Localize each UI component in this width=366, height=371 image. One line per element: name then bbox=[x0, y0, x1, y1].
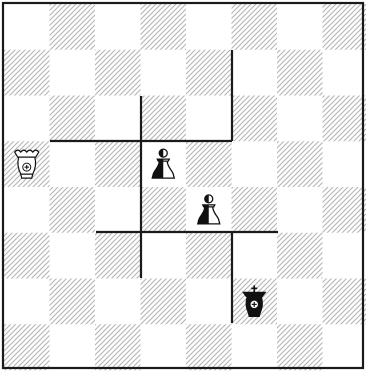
square-c6[interactable] bbox=[95, 96, 141, 142]
square-g4[interactable] bbox=[277, 187, 323, 233]
square-g3[interactable] bbox=[277, 233, 323, 279]
square-b2[interactable] bbox=[50, 279, 96, 325]
square-e6[interactable] bbox=[186, 96, 232, 142]
square-c8[interactable] bbox=[95, 4, 141, 50]
square-g1[interactable] bbox=[277, 324, 323, 370]
square-d1[interactable] bbox=[141, 324, 187, 370]
square-h1[interactable] bbox=[323, 324, 366, 370]
square-a8[interactable] bbox=[4, 4, 50, 50]
square-f7[interactable] bbox=[232, 50, 278, 96]
square-a2[interactable] bbox=[4, 279, 50, 325]
square-e5[interactable] bbox=[186, 141, 232, 187]
square-c7[interactable] bbox=[95, 50, 141, 96]
square-b7[interactable] bbox=[50, 50, 96, 96]
square-c4[interactable] bbox=[95, 187, 141, 233]
board-squares bbox=[4, 4, 366, 370]
square-h8[interactable] bbox=[323, 4, 366, 50]
square-a7[interactable] bbox=[4, 50, 50, 96]
square-f1[interactable] bbox=[232, 324, 278, 370]
square-f8[interactable] bbox=[232, 4, 278, 50]
square-b3[interactable] bbox=[50, 233, 96, 279]
square-g5[interactable] bbox=[277, 141, 323, 187]
square-h7[interactable] bbox=[323, 50, 366, 96]
square-b1[interactable] bbox=[50, 324, 96, 370]
square-h5[interactable] bbox=[323, 141, 366, 187]
square-g2[interactable] bbox=[277, 279, 323, 325]
square-e7[interactable] bbox=[186, 50, 232, 96]
square-c5[interactable] bbox=[95, 141, 141, 187]
square-b6[interactable] bbox=[50, 96, 96, 142]
square-e2[interactable] bbox=[186, 279, 232, 325]
square-g8[interactable] bbox=[277, 4, 323, 50]
square-f4[interactable] bbox=[232, 187, 278, 233]
square-d6[interactable] bbox=[141, 96, 187, 142]
square-f3[interactable] bbox=[232, 233, 278, 279]
square-d3[interactable] bbox=[141, 233, 187, 279]
square-a6[interactable] bbox=[4, 96, 50, 142]
square-a3[interactable] bbox=[4, 233, 50, 279]
square-e8[interactable] bbox=[186, 4, 232, 50]
square-d8[interactable] bbox=[141, 4, 187, 50]
square-f6[interactable] bbox=[232, 96, 278, 142]
square-b4[interactable] bbox=[50, 187, 96, 233]
square-d2[interactable] bbox=[141, 279, 187, 325]
square-c2[interactable] bbox=[95, 279, 141, 325]
square-h4[interactable] bbox=[323, 187, 366, 233]
square-h2[interactable] bbox=[323, 279, 366, 325]
square-g6[interactable] bbox=[277, 96, 323, 142]
square-c3[interactable] bbox=[95, 233, 141, 279]
square-b8[interactable] bbox=[50, 4, 96, 50]
square-d4[interactable] bbox=[141, 187, 187, 233]
square-f5[interactable] bbox=[232, 141, 278, 187]
square-b5[interactable] bbox=[50, 141, 96, 187]
square-h6[interactable] bbox=[323, 96, 366, 142]
square-e1[interactable] bbox=[186, 324, 232, 370]
square-d7[interactable] bbox=[141, 50, 187, 96]
square-g7[interactable] bbox=[277, 50, 323, 96]
square-a1[interactable] bbox=[4, 324, 50, 370]
square-e3[interactable] bbox=[186, 233, 232, 279]
square-h3[interactable] bbox=[323, 233, 366, 279]
square-c1[interactable] bbox=[95, 324, 141, 370]
square-a4[interactable] bbox=[4, 187, 50, 233]
